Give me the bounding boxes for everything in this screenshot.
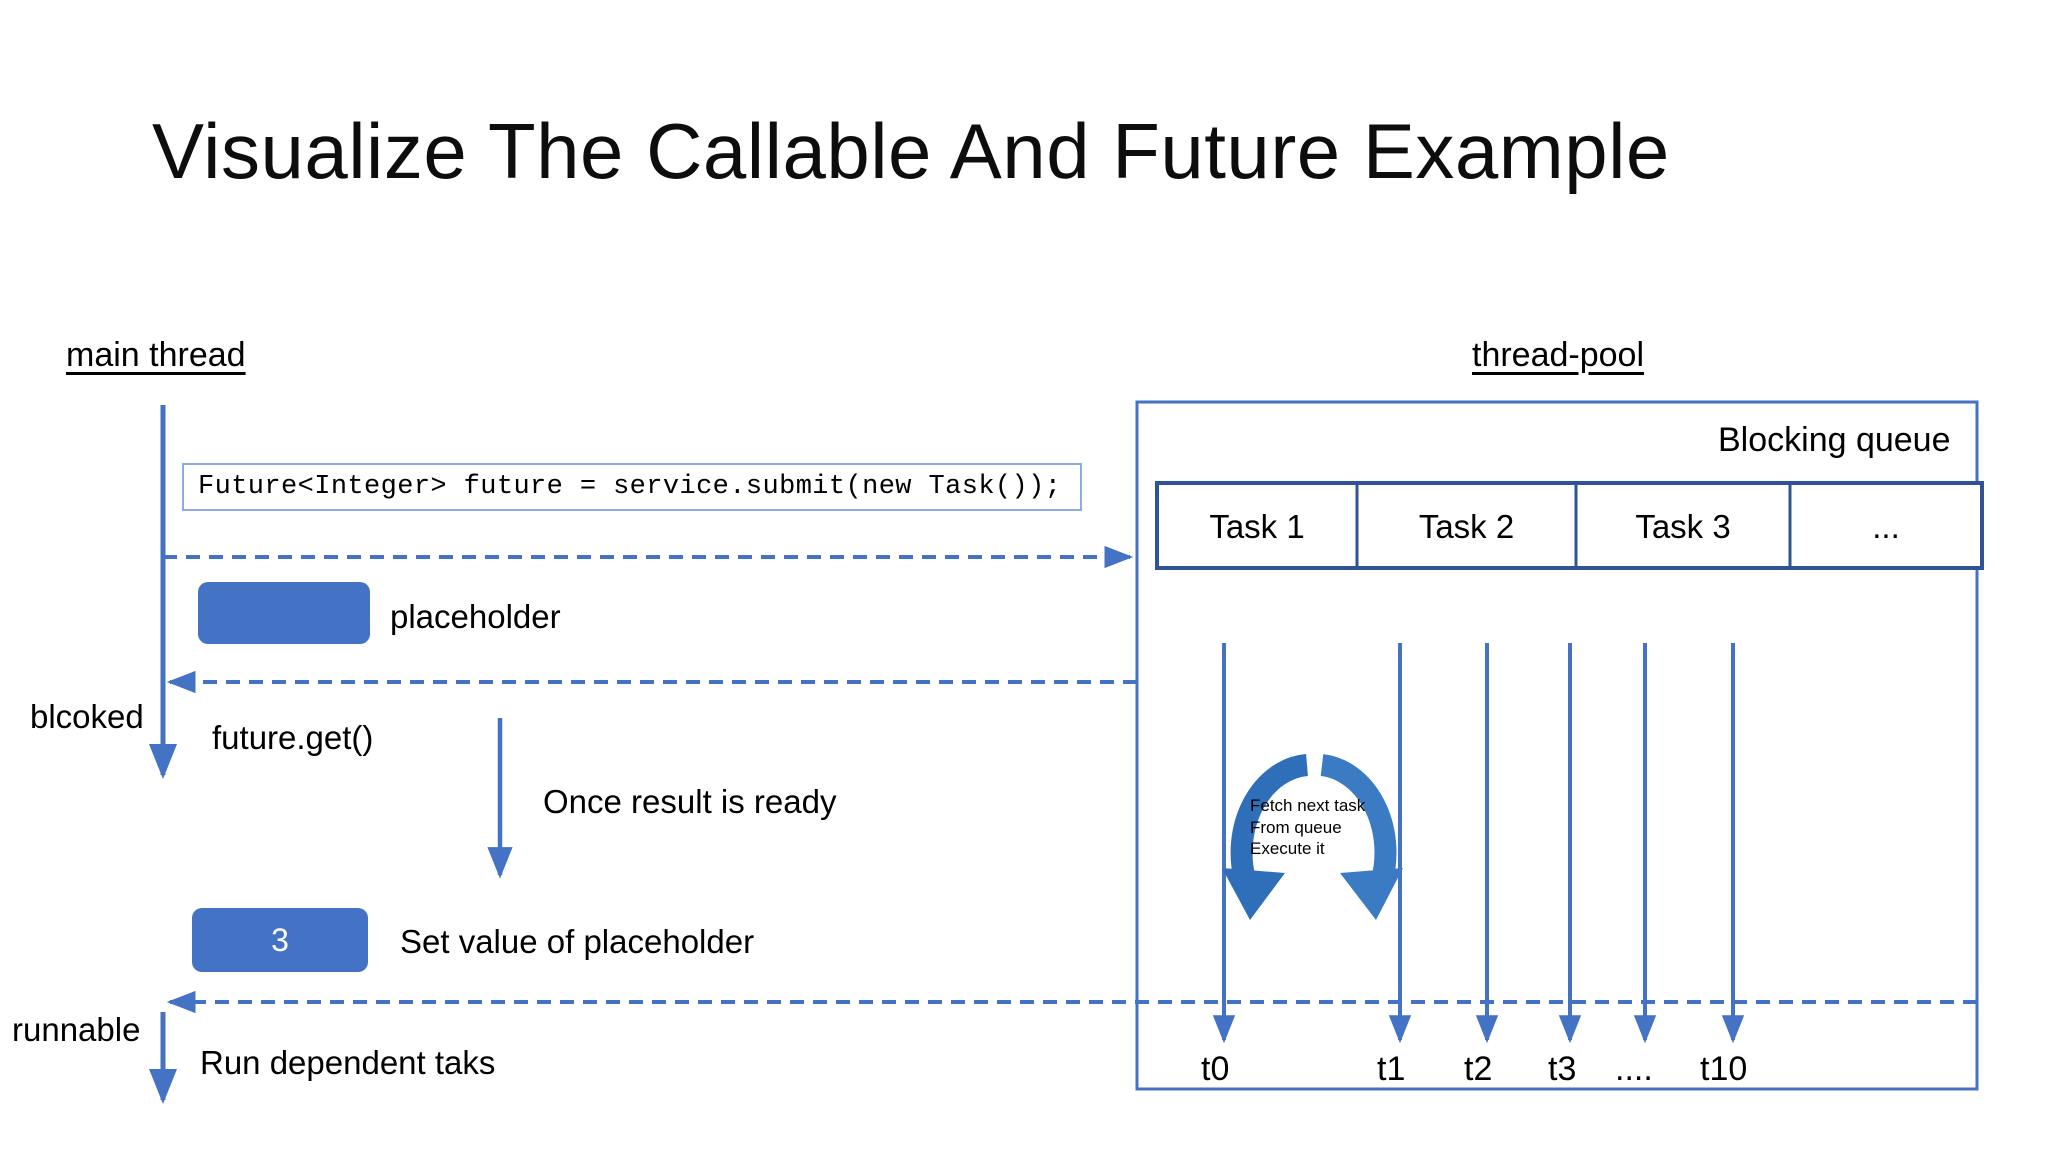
placeholder-box-empty (198, 582, 370, 644)
fetch-execute-cycle-icon (1222, 754, 1403, 920)
future-get-label: future.get() (212, 719, 374, 756)
state-label-runnable: runnable (12, 1011, 141, 1048)
page-title: Visualize The Callable And Future Exampl… (152, 107, 1670, 195)
queue-cell-label: Task 2 (1418, 508, 1515, 545)
queue-cell-label: Task 1 (1209, 508, 1305, 545)
lane-label-thread-pool: thread-pool (1472, 336, 1645, 374)
set-value-caption: Set value of placeholder (400, 923, 755, 960)
cycle-text-line: Execute it (1250, 839, 1325, 859)
thread-tick-label: t10 (1700, 1050, 1748, 1088)
blocking-queue-grid (1155, 481, 1984, 570)
code-statement-text: Future<Integer> future = service.submit(… (198, 472, 1062, 502)
queue-cell-label: Task 3 (1635, 508, 1731, 545)
worker-thread-lines (1212, 643, 1745, 1044)
cycle-text-line: Fetch next task (1250, 796, 1366, 815)
once-result-ready-label: Once result is ready (543, 783, 837, 820)
thread-tick-label: t2 (1464, 1050, 1493, 1088)
placeholder-value-text: 3 (271, 921, 289, 958)
fetch-execute-cycle-text: Fetch next task From queue Execute it (1250, 795, 1382, 860)
thread-tick-label: t0 (1201, 1050, 1230, 1088)
state-label-blocked: blcoked (30, 698, 144, 735)
lane-label-main-thread: main thread (66, 336, 246, 374)
thread-tick-label: .... (1615, 1050, 1653, 1088)
placeholder-caption: placeholder (390, 598, 561, 635)
queue-cell-label: ... (1872, 508, 1900, 545)
cycle-text-line: From queue (1250, 817, 1342, 837)
thread-tick-label: t3 (1548, 1050, 1577, 1088)
blocking-queue-title: Blocking queue (1718, 421, 1951, 459)
placeholder-box-filled: 3 (192, 908, 368, 972)
thread-pool-container (1135, 400, 1979, 1091)
code-statement-box: Future<Integer> future = service.submit(… (182, 463, 1082, 511)
thread-tick-label: t1 (1377, 1050, 1406, 1088)
run-dependent-tasks-label: Run dependent taks (200, 1044, 496, 1081)
